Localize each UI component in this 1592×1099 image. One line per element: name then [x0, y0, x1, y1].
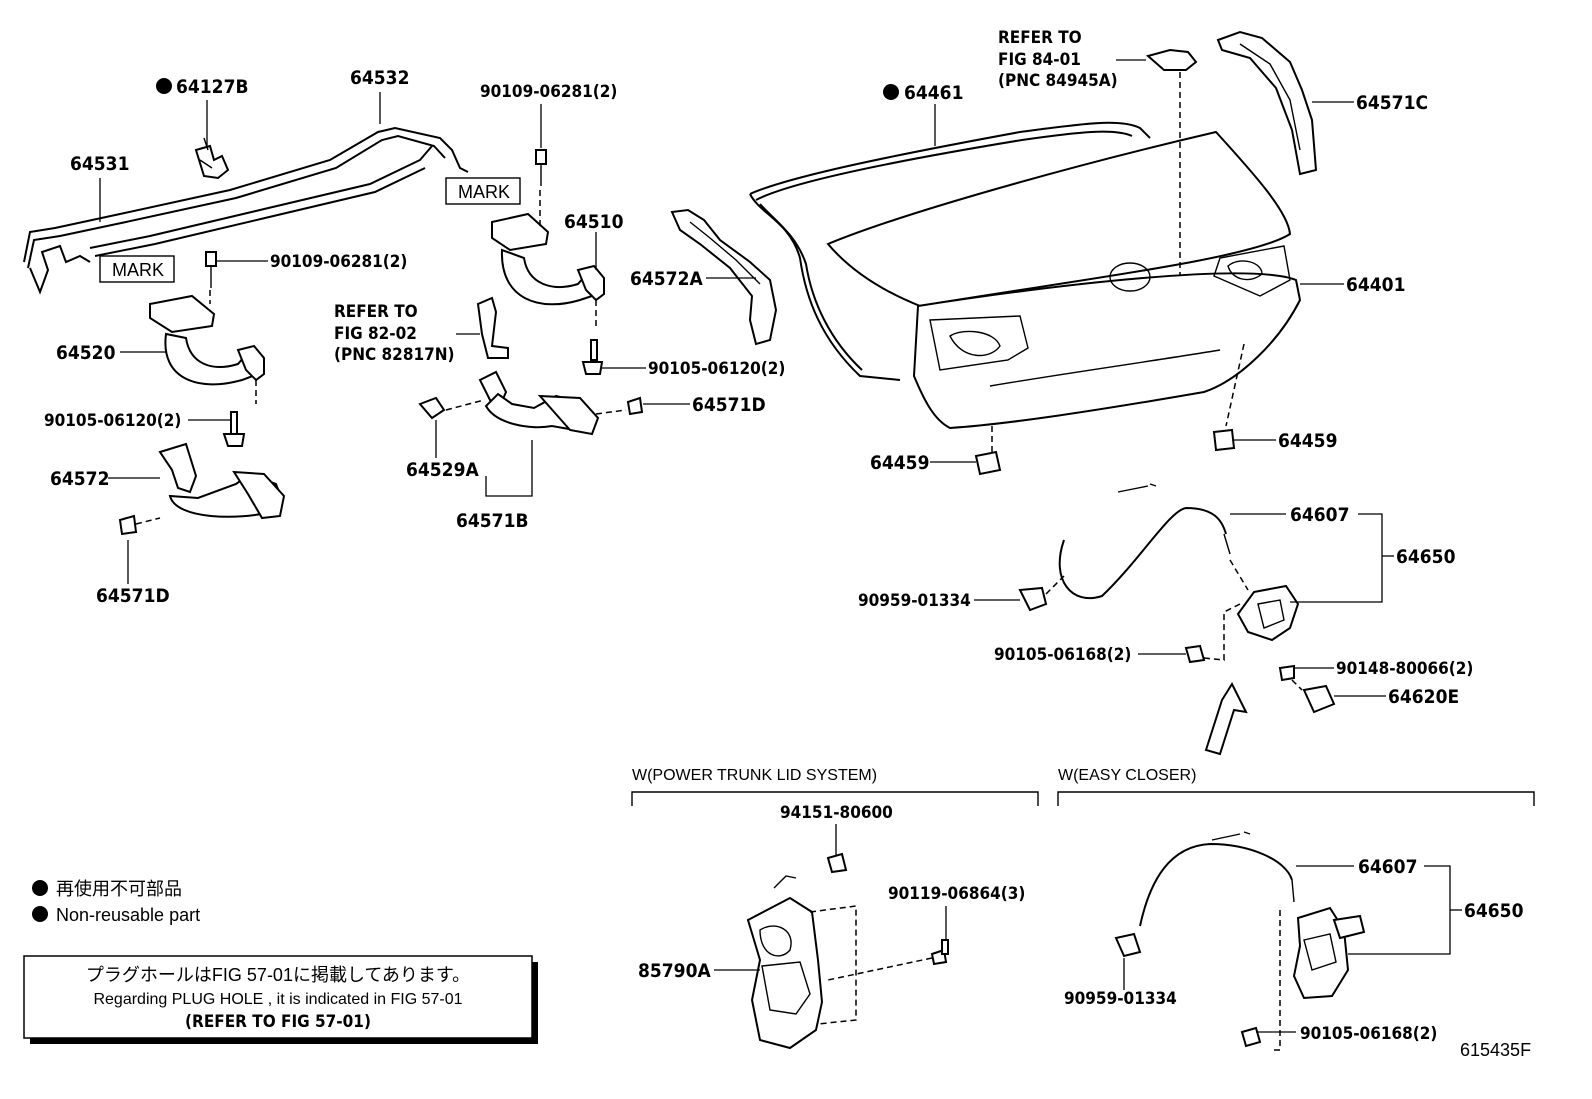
label-64571D-a: 64571D — [96, 585, 170, 607]
weatherstrip-64461-drawing — [749, 121, 1151, 381]
label-64127B: 64127B — [176, 76, 249, 98]
label-85790A: 85790A — [638, 960, 711, 982]
label-bolt-90109-06281-a: 90109-06281(2) — [480, 82, 617, 102]
label-bolt-90105-06168-b: 90105-06168(2) — [1300, 1024, 1437, 1044]
label-64531: 64531 — [70, 153, 129, 175]
label-64572: 64572 — [50, 468, 109, 490]
bumper-64459-right-drawing — [1212, 343, 1245, 452]
notice-box — [23, 955, 533, 1039]
non-reusable-dot-64127B — [156, 78, 172, 94]
non-reusable-dot-64461 — [883, 84, 899, 100]
label-64459-b: 64459 — [1278, 430, 1337, 452]
label-64571C: 64571C — [1356, 92, 1428, 114]
leader-lines — [99, 59, 1462, 1033]
lock-64650-drawing — [1018, 483, 1336, 714]
label-mark-2: MARK — [112, 260, 164, 280]
label-64607-b: 64607 — [1358, 856, 1417, 878]
mark-box-1 — [445, 177, 521, 205]
easy-closer-64650-drawing — [1114, 831, 1366, 1051]
label-refer-84-line3: (PNC 84945A) — [998, 71, 1118, 91]
clip-64127B-drawing — [194, 137, 230, 180]
label-bolt-90119-06864: 90119-06864(3) — [888, 884, 1025, 904]
legend-text-en: Non-reusable part — [56, 905, 200, 925]
label-64650-b: 64650 — [1464, 900, 1524, 922]
label-bolt-90105-06120-b: 90105-06120(2) — [648, 359, 785, 379]
label-64572A: 64572A — [630, 268, 703, 290]
label-64520: 64520 — [56, 342, 116, 364]
notice-text-jp: プラグホールはFIG 57-01に掲載してあります。 — [86, 965, 470, 985]
label-64510: 64510 — [564, 211, 624, 233]
label-screw-90148-80066: 90148-80066(2) — [1336, 659, 1473, 679]
refer-84-01-part-drawing — [1145, 48, 1198, 276]
label-64620E: 64620E — [1388, 686, 1459, 708]
notice-text-en: Regarding PLUG HOLE , it is indicated in… — [93, 991, 462, 1008]
arrow-up-icon — [1204, 681, 1248, 756]
hinge-64510-drawing — [491, 149, 605, 375]
label-clip-90959-01334-b: 90959-01334 — [1064, 989, 1177, 1009]
label-64529A: 64529A — [406, 459, 479, 481]
assembly-64571B-drawing — [418, 370, 644, 436]
label-64571B: 64571B — [456, 510, 529, 532]
label-64532: 64532 — [350, 67, 409, 89]
torsion-bar-64531-drawing — [23, 126, 469, 295]
label-section-power: W(POWER TRUNK LID SYSTEM) — [632, 767, 877, 784]
trunk-lid-64401-drawing — [826, 130, 1302, 430]
label-bolt-90105-06168-a: 90105-06168(2) — [994, 645, 1131, 665]
label-refer-82-line1: REFER TO — [334, 302, 418, 322]
bumper-64459-left-drawing — [974, 426, 1002, 476]
notice-text-ref: (REFER TO FIG 57-01) — [185, 1012, 371, 1032]
label-64607-a: 64607 — [1290, 504, 1349, 526]
bracket-64572-drawing — [118, 442, 286, 536]
label-64571D-b: 64571D — [692, 394, 766, 416]
legend-dot-en — [32, 906, 48, 922]
label-64650-a: 64650 — [1396, 546, 1456, 568]
label-clip-90959-01334-a: 90959-01334 — [858, 591, 971, 611]
label-refer-84-line1: REFER TO — [998, 28, 1082, 48]
label-bolt-90109-06281-b: 90109-06281(2) — [270, 252, 407, 272]
mark-box-2 — [99, 255, 175, 283]
label-64459-a: 64459 — [870, 452, 929, 474]
bracket-64572A-drawing — [670, 208, 778, 346]
label-section-easy: W(EASY CLOSER) — [1058, 767, 1196, 784]
section-power-trunk-bracket — [631, 791, 1039, 806]
legend-text-jp: 再使用不可部品 — [56, 879, 182, 899]
hinge-64520-drawing — [149, 251, 265, 447]
label-figure-id: 615435F — [1460, 1040, 1531, 1060]
label-nut-94151-80600: 94151-80600 — [780, 803, 893, 823]
label-64461: 64461 — [904, 82, 963, 104]
label-refer-82-line3: (PNC 82817N) — [334, 345, 455, 365]
label-bolt-90105-06120-a: 90105-06120(2) — [44, 411, 181, 431]
actuator-85790A-drawing — [746, 852, 949, 1050]
label-refer-82-line2: FIG 82-02 — [334, 324, 417, 344]
label-mark-1: MARK — [458, 182, 510, 202]
refer-82-02-part-drawing — [476, 296, 509, 359]
label-refer-84-line2: FIG 84-01 — [998, 50, 1081, 70]
reinforcement-64571C-drawing — [1216, 30, 1318, 176]
section-easy-closer-bracket — [1057, 791, 1535, 806]
label-64401: 64401 — [1346, 274, 1405, 296]
legend-dot-jp — [32, 880, 48, 896]
